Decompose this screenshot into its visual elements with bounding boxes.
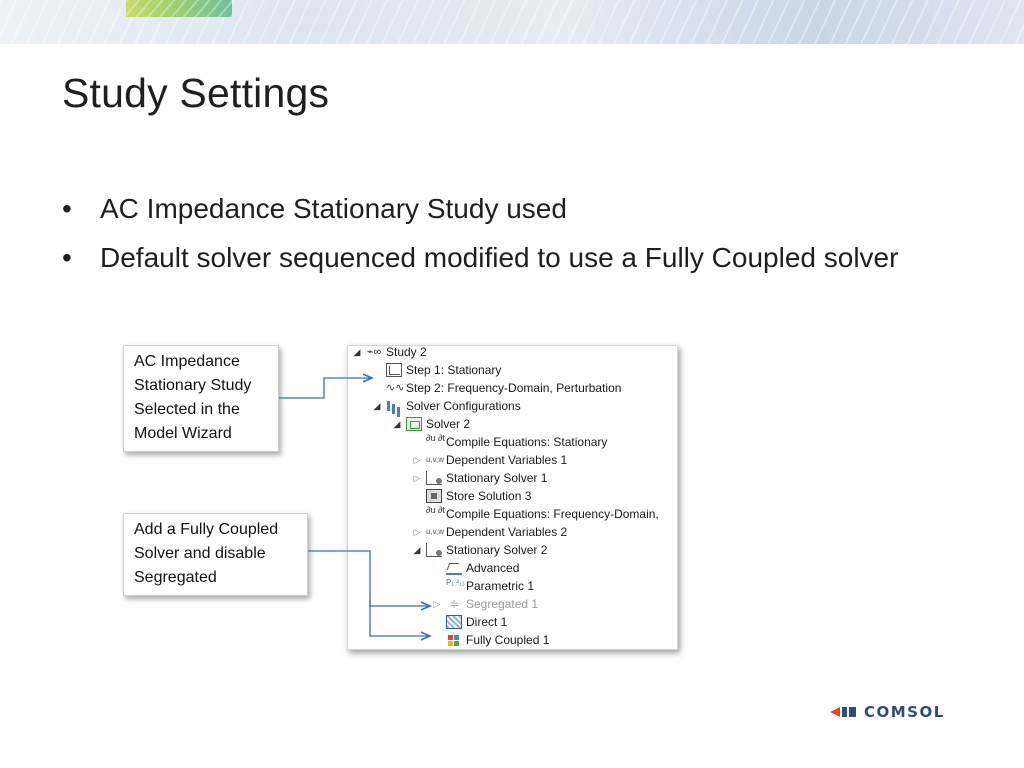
callout-line: Add a Fully Coupled <box>134 521 279 538</box>
tree-item-label: Dependent Variables 1 <box>446 453 568 467</box>
tree-item-label: Advanced <box>466 561 520 575</box>
tree-item-label: Fully Coupled 1 <box>466 633 550 647</box>
collapse-arrow-icon[interactable]: ▷ <box>413 526 421 537</box>
store-solution-icon <box>426 489 442 503</box>
compile-equations-icon: ∂u ∂t <box>426 505 445 515</box>
solver-icon <box>406 417 422 431</box>
tree-item-label: Dependent Variables 2 <box>446 525 568 539</box>
direct-icon <box>446 615 462 629</box>
tree-item-dependent-variables-2[interactable]: ▷ u,v,w Dependent Variables 2 <box>412 523 568 541</box>
callout-line: Segregated <box>134 569 217 586</box>
bullet-dot: • <box>62 242 72 273</box>
tree-item-fully-coupled-1[interactable]: Fully Coupled 1 <box>446 631 549 649</box>
tree-item-label: Compile Equations: Stationary <box>446 435 608 449</box>
tree-item-stationary-solver-2[interactable]: ◢ Stationary Solver 2 <box>412 541 547 559</box>
expand-arrow-icon[interactable]: ◢ <box>373 400 381 411</box>
callout-line: Stationary Study <box>134 377 252 394</box>
tree-item-dependent-variables-1[interactable]: ▷ u,v,w Dependent Variables 1 <box>412 451 568 469</box>
tree-item-label: Solver 2 <box>426 417 471 431</box>
study-icon: ⌁∞ <box>366 346 382 358</box>
tree-item-label: Parametric 1 <box>466 579 535 593</box>
tree-item-step-1[interactable]: Step 1: Stationary <box>386 361 501 379</box>
callout-fully-coupled: Add a Fully Coupled Solver and disable S… <box>123 513 308 596</box>
comsol-logo-text: COMSOL <box>864 703 945 721</box>
tree-item-solver-2[interactable]: ◢ Solver 2 <box>392 415 470 433</box>
bullet-item: • Default solver sequenced modified to u… <box>62 237 942 278</box>
bullet-dot: • <box>62 193 72 224</box>
callout-line: Solver and disable <box>134 545 266 562</box>
comsol-logo: COMSOL <box>830 703 945 721</box>
dependent-variables-icon: u,v,w <box>426 455 445 464</box>
tree-item-label: Stationary Solver 1 <box>446 471 548 485</box>
comsol-logo-mark <box>830 705 858 719</box>
parametric-icon: P₁ ²₁₃ <box>446 578 465 587</box>
bullet-text: Default solver sequenced modified to use… <box>100 242 899 273</box>
banner-accent-tile <box>126 0 232 17</box>
tree-item-parametric-1[interactable]: P₁ ²₁₃ Parametric 1 <box>446 577 534 595</box>
tree-item-label: Step 1: Stationary <box>406 363 502 377</box>
dependent-variables-icon: u,v,w <box>426 527 445 536</box>
segregated-icon: ≑ <box>448 597 460 611</box>
tree-item-label: Store Solution 3 <box>446 489 532 503</box>
tree-item-direct-1[interactable]: Direct 1 <box>446 613 507 631</box>
tree-item-stationary-solver-1[interactable]: ▷ Stationary Solver 1 <box>412 469 547 487</box>
tree-item-label: Compile Equations: Frequency-Domain, <box>446 507 659 521</box>
tree-item-compile-equations-stationary[interactable]: ∂u ∂t Compile Equations: Stationary <box>426 433 607 451</box>
bullet-list: • AC Impedance Stationary Study used • D… <box>62 188 942 286</box>
tree-item-advanced[interactable]: Advanced <box>446 559 519 577</box>
stationary-solver-icon <box>426 543 442 557</box>
solver-configurations-icon <box>386 399 402 413</box>
collapse-arrow-icon[interactable]: ▷ <box>433 598 441 609</box>
compile-equations-icon: ∂u ∂t <box>426 433 445 443</box>
expand-arrow-icon[interactable]: ◢ <box>393 418 401 429</box>
bullet-item: • AC Impedance Stationary Study used <box>62 188 942 229</box>
tree-item-label: Study 2 <box>386 345 427 359</box>
header-banner <box>0 0 1024 44</box>
advanced-icon <box>446 561 462 575</box>
tree-item-label: Solver Configurations <box>406 399 521 413</box>
collapse-arrow-icon[interactable]: ▷ <box>413 454 421 465</box>
collapse-arrow-icon[interactable]: ▷ <box>413 472 421 483</box>
stationary-solver-icon <box>426 471 442 485</box>
tree-item-study-2[interactable]: ◢ ⌁∞ Study 2 <box>352 345 427 361</box>
model-tree-panel: ◢ ⌁∞ Study 2 Step 1: Stationary ∿∿ Step … <box>347 345 678 650</box>
tree-item-segregated-1[interactable]: ▷ ≑ Segregated 1 <box>432 595 539 613</box>
fully-coupled-icon <box>446 633 462 647</box>
tree-item-solver-configurations[interactable]: ◢ Solver Configurations <box>372 397 521 415</box>
callout-line: AC Impedance <box>134 353 240 370</box>
frequency-domain-icon: ∿∿ <box>386 382 405 394</box>
bullet-text: AC Impedance Stationary Study used <box>100 193 567 224</box>
callout-study-selected: AC Impedance Stationary Study Selected i… <box>123 345 279 452</box>
callout-line: Selected in the <box>134 401 240 418</box>
expand-arrow-icon[interactable]: ◢ <box>353 346 361 357</box>
stationary-step-icon <box>386 363 402 377</box>
tree-item-compile-equations-frequency-domain[interactable]: ∂u ∂t Compile Equations: Frequency-Domai… <box>426 505 659 523</box>
tree-item-label: Direct 1 <box>466 615 508 629</box>
tree-item-label: Segregated 1 <box>466 597 539 611</box>
tree-item-step-2[interactable]: ∿∿ Step 2: Frequency-Domain, Perturbatio… <box>386 379 621 397</box>
slide-title: Study Settings <box>62 70 330 116</box>
callout-line: Model Wizard <box>134 425 232 442</box>
tree-item-store-solution-3[interactable]: Store Solution 3 <box>426 487 531 505</box>
tree-item-label: Step 2: Frequency-Domain, Perturbation <box>406 381 622 395</box>
expand-arrow-icon[interactable]: ◢ <box>413 544 421 555</box>
tree-item-label: Stationary Solver 2 <box>446 543 548 557</box>
